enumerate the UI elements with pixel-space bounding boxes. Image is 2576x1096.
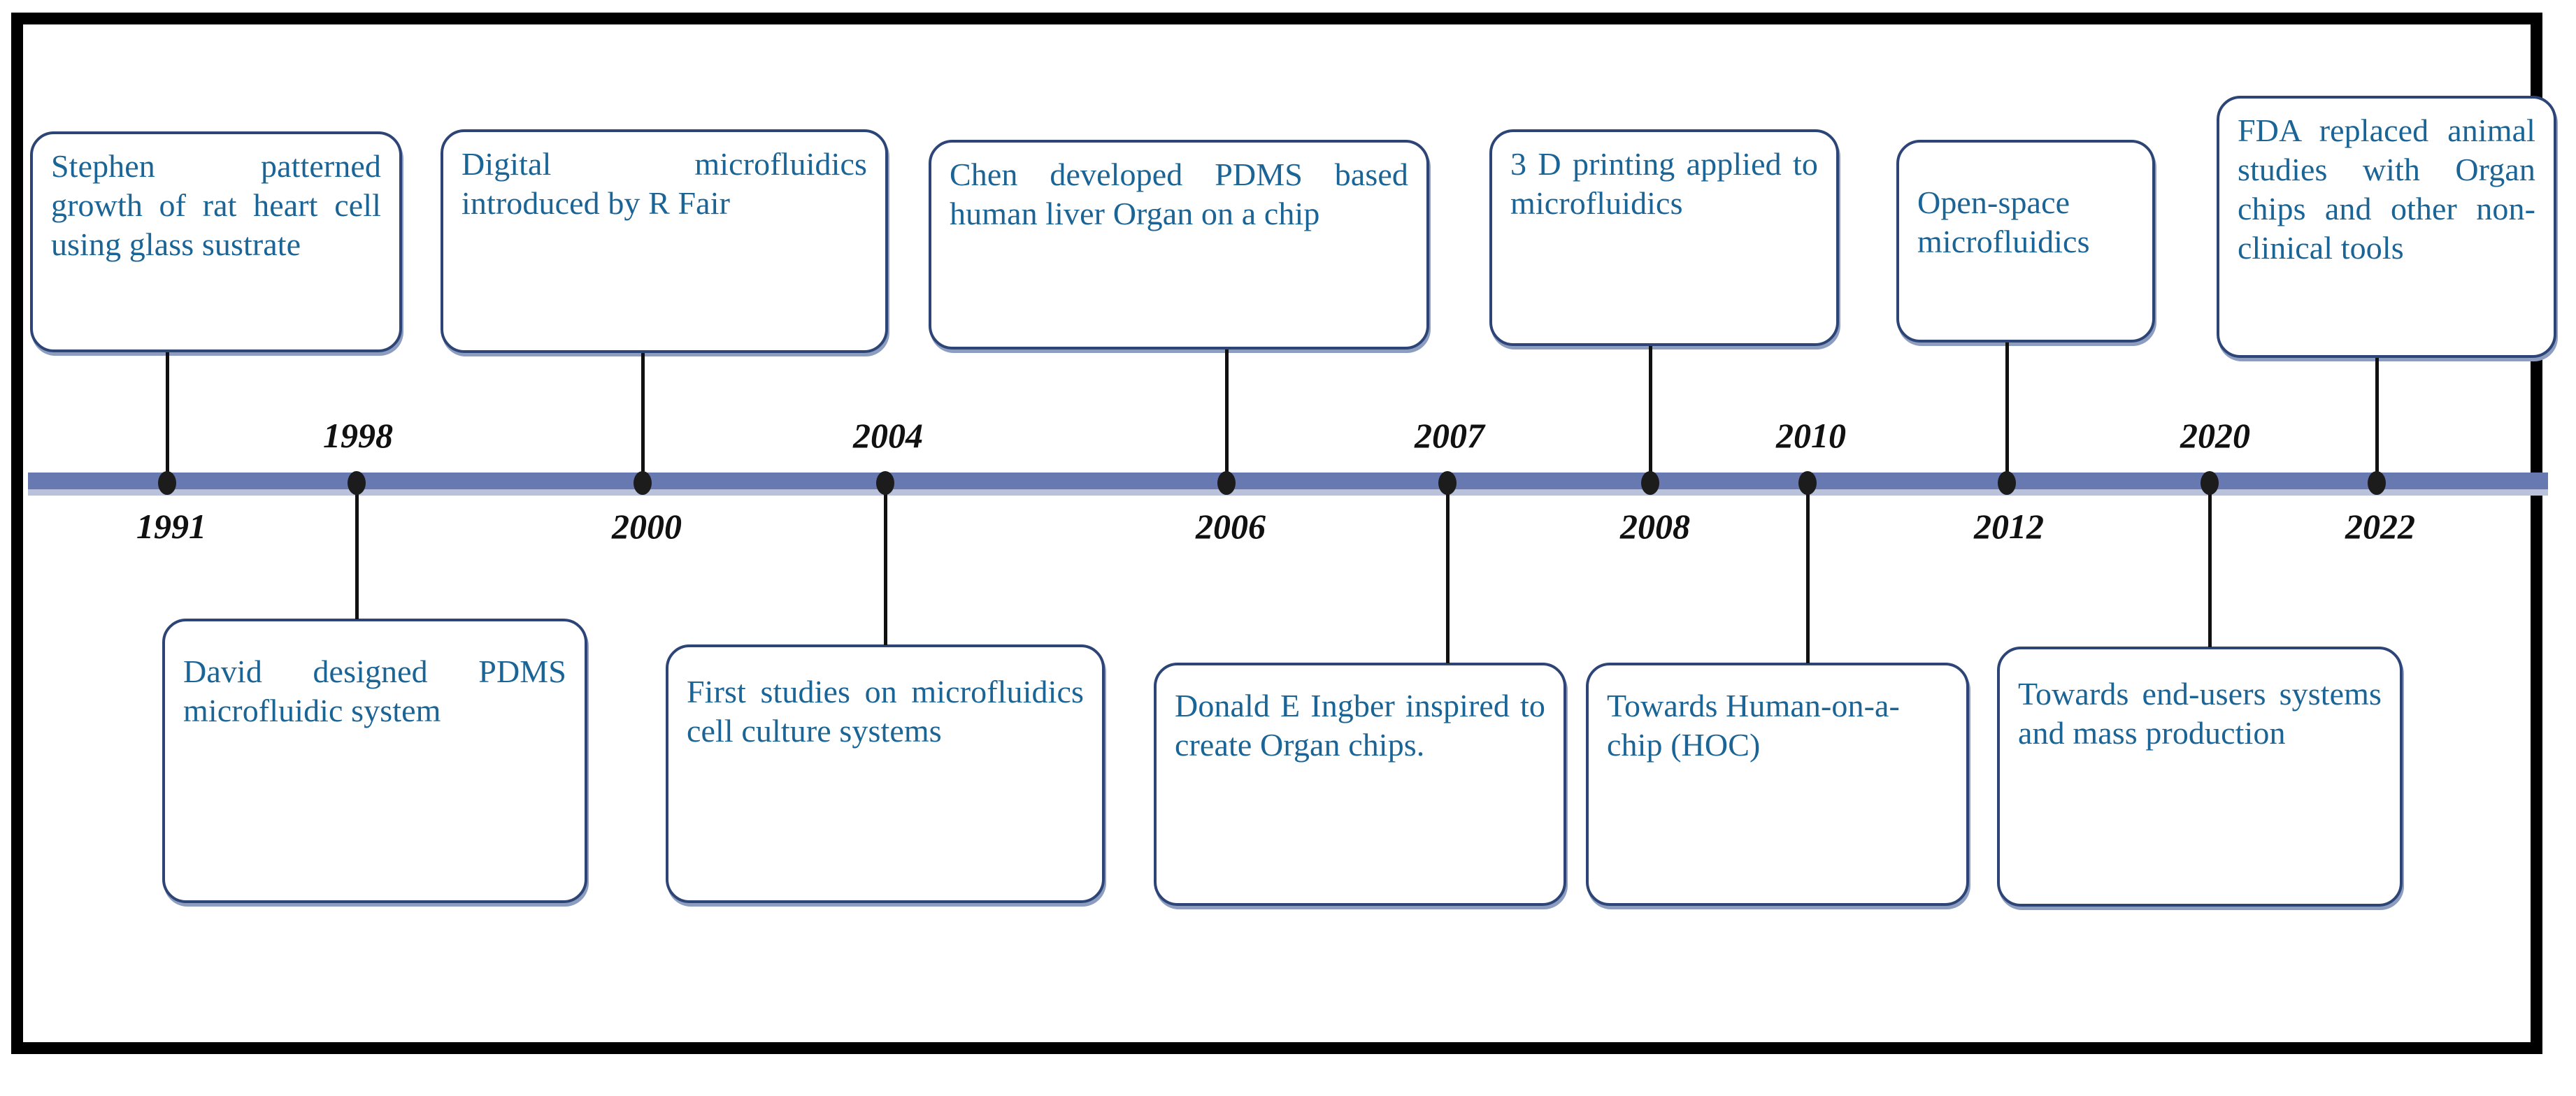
milestone-card-2012-text: Open-space microfluidics	[1917, 185, 2090, 260]
year-label-2010: 2010	[1776, 416, 1846, 455]
milestone-card-2007[interactable]: Donald E Ingber inspired to create Organ…	[1154, 663, 1566, 906]
timeline-marker-2004[interactable]	[876, 471, 894, 495]
timeline-axis-bar	[28, 473, 2548, 489]
timeline-marker-1991[interactable]	[158, 471, 176, 495]
connector-stem-2008	[1649, 346, 1652, 480]
milestone-card-2000-text: Digital microfluidics introduced by R Fa…	[461, 146, 867, 222]
connector-stem-2020	[2208, 485, 2212, 647]
connector-stem-2006	[1225, 349, 1229, 480]
milestone-card-2004-text: First studies on microfluidics cell cult…	[687, 674, 1084, 749]
connector-stem-2012	[2005, 342, 2009, 480]
year-label-2000: 2000	[612, 507, 682, 546]
milestone-card-2010-text: Towards Human-on-a-chip (HOC)	[1607, 688, 1900, 763]
year-label-2008: 2008	[1620, 507, 1690, 546]
year-label-2007: 2007	[1415, 416, 1484, 455]
year-label-1998: 1998	[323, 416, 393, 455]
milestone-card-2020[interactable]: Towards end-users systems and mass produ…	[1997, 647, 2403, 907]
connector-stem-1991	[166, 352, 169, 480]
timeline-marker-2022[interactable]	[2368, 471, 2386, 495]
timeline-marker-2020[interactable]	[2201, 471, 2219, 495]
timeline-axis-shadow	[28, 489, 2548, 496]
milestone-card-2004[interactable]: First studies on microfluidics cell cult…	[666, 644, 1105, 903]
milestone-card-2007-text: Donald E Ingber inspired to create Organ…	[1175, 688, 1545, 763]
milestone-card-2020-text: Towards end-users systems and mass produ…	[2018, 676, 2382, 751]
year-label-2012: 2012	[1974, 507, 2044, 546]
year-label-2020: 2020	[2180, 416, 2250, 455]
milestone-card-1991-text: Stephen patterned growth of rat heart ce…	[51, 148, 381, 263]
timeline-marker-2000[interactable]	[634, 471, 652, 495]
timeline-marker-1998[interactable]	[348, 471, 366, 495]
milestone-card-2006-text: Chen developed PDMS based human liver Or…	[950, 157, 1408, 232]
connector-stem-2007	[1446, 485, 1450, 663]
milestone-card-2022-text: FDA replaced animal studies with Organ c…	[2238, 113, 2535, 266]
timeline-marker-2007[interactable]	[1438, 471, 1457, 495]
timeline-marker-2006[interactable]	[1217, 471, 1236, 495]
milestone-card-2006[interactable]: Chen developed PDMS based human liver Or…	[929, 140, 1429, 349]
timeline-marker-2008[interactable]	[1641, 471, 1659, 495]
connector-stem-2022	[2375, 358, 2379, 480]
year-label-1991: 1991	[136, 507, 206, 546]
connector-stem-2010	[1806, 485, 1810, 663]
milestone-card-1991[interactable]: Stephen patterned growth of rat heart ce…	[30, 131, 402, 352]
milestone-card-1998-text: David designed PDMS microfluidic system	[183, 654, 566, 729]
milestone-card-1998[interactable]: David designed PDMS microfluidic system	[162, 619, 587, 903]
year-label-2022: 2022	[2345, 507, 2415, 546]
connector-stem-1998	[355, 485, 359, 619]
milestone-card-2012[interactable]: Open-space microfluidics	[1896, 140, 2155, 342]
milestone-card-2010[interactable]: Towards Human-on-a-chip (HOC)	[1586, 663, 1969, 906]
milestone-card-2008-text: 3 D printing applied to microfluidics	[1510, 146, 1818, 222]
timeline-marker-2012[interactable]	[1998, 471, 2016, 495]
year-label-2006: 2006	[1196, 507, 1266, 546]
milestone-card-2022[interactable]: FDA replaced animal studies with Organ c…	[2217, 96, 2556, 358]
milestone-card-2000[interactable]: Digital microfluidics introduced by R Fa…	[441, 129, 888, 353]
milestone-card-2008[interactable]: 3 D printing applied to microfluidics	[1489, 129, 1839, 346]
year-label-2004: 2004	[853, 416, 923, 455]
timeline-marker-2010[interactable]	[1798, 471, 1817, 495]
connector-stem-2000	[641, 353, 645, 480]
connector-stem-2004	[884, 485, 887, 645]
